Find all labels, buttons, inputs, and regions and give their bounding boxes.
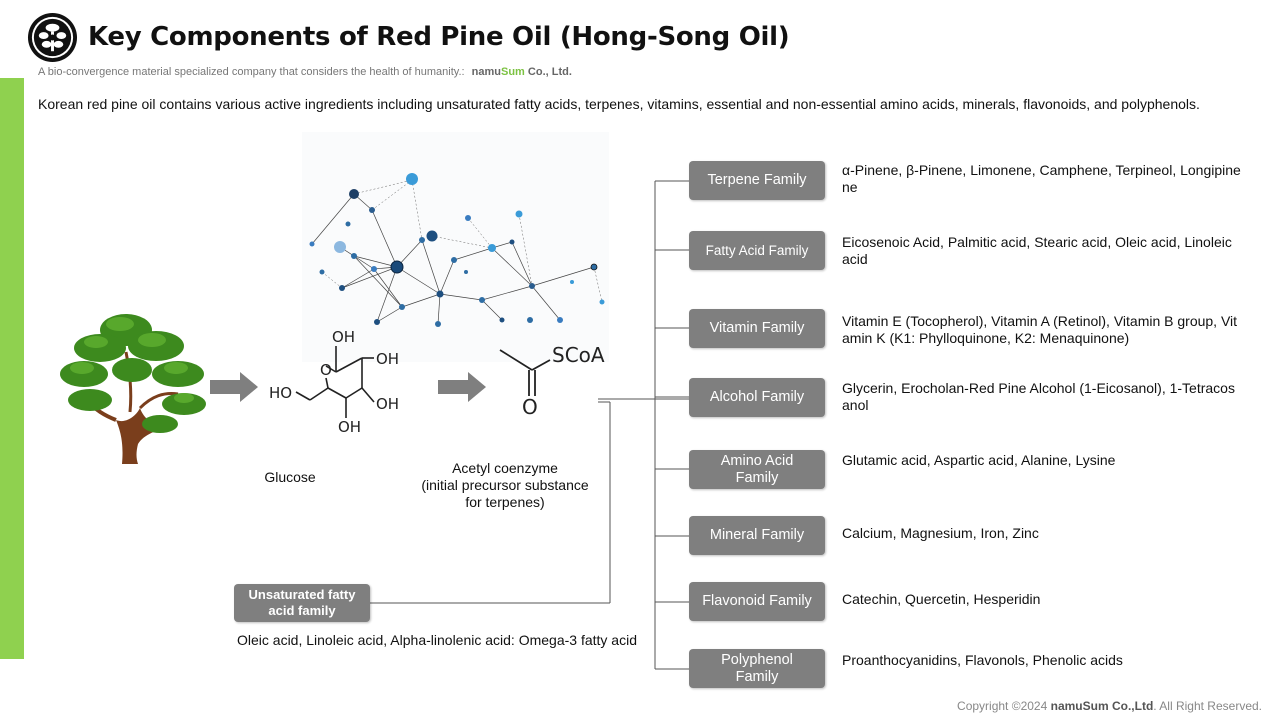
molecular-network-icon <box>302 132 609 362</box>
family-desc-terpene: α-Pinene, β-Pinene, Limonene, Camphene, … <box>842 162 1241 195</box>
glucose-ho-left: HO <box>269 384 292 402</box>
acetyl-o-label: O <box>522 395 538 419</box>
subtitle-brand: namuSum Co., Ltd. <box>472 66 572 78</box>
acetyl-scoa-label: SCoA <box>552 343 605 367</box>
subtitle-text: A bio-convergence material specialized c… <box>38 66 465 78</box>
page-title: Key Components of Red Pine Oil (Hong-Son… <box>88 22 790 52</box>
family-box-fatty-acid: Fatty Acid Family <box>689 231 825 270</box>
family-box-vitamin: Vitamin Family <box>689 309 825 348</box>
glucose-ring-o: O <box>320 361 332 379</box>
glucose-oh-top: OH <box>332 328 355 346</box>
acetyl-caption-line3: for terpenes) <box>465 494 545 510</box>
copyright-brand: namuSum Co.,Ltd <box>1050 699 1154 713</box>
family-desc-flavonoid: Catechin, Quercetin, Hesperidin <box>842 591 1041 607</box>
family-desc-polyphenol: Proanthocyanidins, Flavonols, Phenolic a… <box>842 652 1123 668</box>
right-arrow-icon <box>210 372 258 402</box>
intro-text: Korean red pine oil contains various act… <box>38 96 1200 112</box>
family-box-terpene: Terpene Family <box>689 161 825 200</box>
family-box-flavonoid: Flavonoid Family <box>689 582 825 621</box>
unsaturated-fatty-acid-box: Unsaturated fatty acid family <box>234 584 370 622</box>
family-desc-fatty-acid: Eicosenoic Acid, Palmitic acid, Stearic … <box>842 234 1232 267</box>
family-desc-amino-acid: Glutamic acid, Aspartic acid, Alanine, L… <box>842 452 1116 468</box>
acetyl-caption: Acetyl coenzyme (initial precursor subst… <box>405 460 605 511</box>
glucose-caption: Glucose <box>264 469 316 485</box>
family-desc-vitamin: Vitamin E (Tocopherol), Vitamin A (Retin… <box>842 313 1238 346</box>
pine-tree-icon <box>60 314 206 464</box>
unsaturated-fatty-acid-desc: Oleic acid, Linoleic acid, Alpha-linolen… <box>237 632 637 648</box>
copyright-footer: Copyright ©2024 namuSum Co.,Ltd. All Rig… <box>957 699 1262 713</box>
right-arrow-icon <box>438 372 486 402</box>
family-box-alcohol: Alcohol Family <box>689 378 825 417</box>
brand-prefix: namu <box>471 66 501 78</box>
brand-suffix: Co., Ltd. <box>524 66 572 78</box>
company-logo-icon <box>27 12 78 63</box>
glucose-oh-right-top: OH <box>376 350 399 368</box>
glucose-oh-right-bottom: OH <box>376 395 399 413</box>
family-box-amino-acid: Amino Acid Family <box>689 450 825 489</box>
acetyl-caption-line1: Acetyl coenzyme <box>452 460 558 476</box>
acetyl-caption-line2: (initial precursor substance <box>421 477 589 493</box>
family-desc-alcohol: Glycerin, Erocholan-Red Pine Alcohol (1-… <box>842 380 1235 413</box>
family-box-mineral: Mineral Family <box>689 516 825 555</box>
glucose-structure: OH O OH OH OH HO <box>269 328 399 436</box>
page-subtitle: A bio-convergence material specialized c… <box>38 66 572 78</box>
acetyl-coa-structure: SCoA O <box>499 343 605 419</box>
glucose-oh-bottom: OH <box>338 418 361 436</box>
brand-highlight: Sum <box>501 66 525 78</box>
family-desc-mineral: Calcium, Magnesium, Iron, Zinc <box>842 525 1039 541</box>
accent-sidebar-bar <box>0 78 24 659</box>
copyright-suffix: . All Right Reserved. <box>1153 699 1262 713</box>
family-box-polyphenol: Polyphenol Family <box>689 649 825 688</box>
copyright-prefix: Copyright ©2024 <box>957 699 1048 713</box>
